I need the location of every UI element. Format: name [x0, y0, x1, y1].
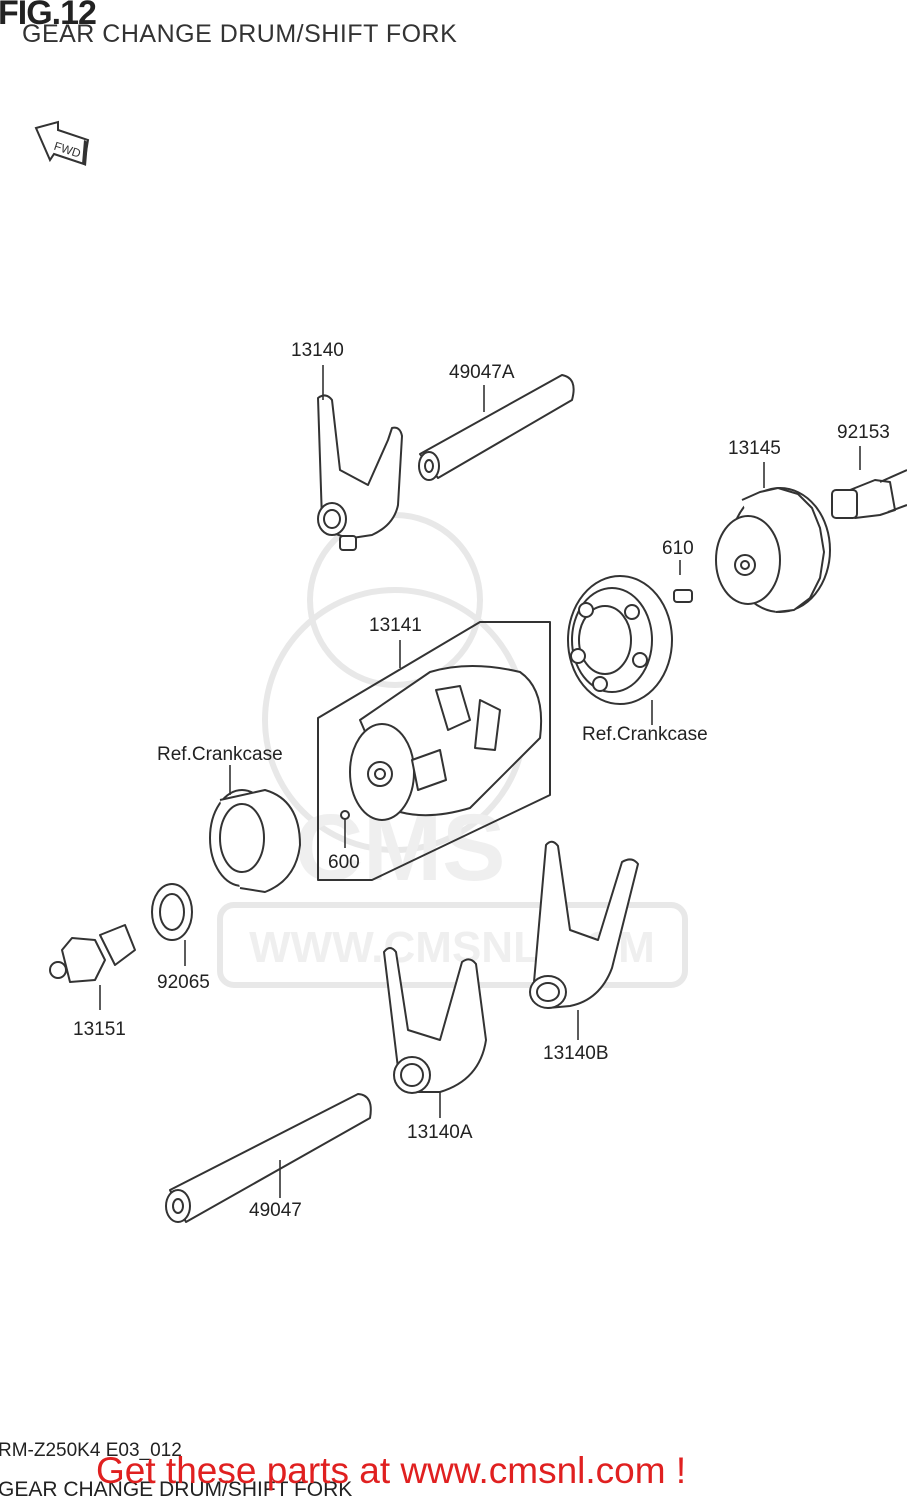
fwd-arrow-icon: FWD — [34, 120, 90, 166]
drum-group-outline — [317, 621, 551, 881]
callout-13140B: 13140B — [543, 1043, 609, 1064]
callout-49047A: 49047A — [449, 362, 515, 383]
footer-caption: GEAR CHANGE DRUM/SHIFT FORK — [0, 1478, 353, 1501]
promo-link[interactable]: Get these parts at www.cmsnl.com ! — [96, 1450, 687, 1491]
callout-13140A: 13140A — [407, 1122, 473, 1143]
diagram-code: RM-Z250K4 E03_012 — [0, 1440, 182, 1461]
figure-label: FIG.12 — [0, 0, 97, 32]
washer-92065 — [151, 883, 193, 941]
callout-92153: 92153 — [837, 422, 890, 443]
neutral-switch-13151 — [49, 924, 136, 983]
needle-bearing-left — [209, 789, 301, 893]
callout-92065: 92065 — [157, 972, 210, 993]
callout-ref-crankcase-right: Ref.Crankcase — [582, 724, 708, 745]
shift-fork-13140B — [529, 840, 639, 1009]
gear-shift-cam-13145 — [715, 487, 831, 613]
leader-lines — [99, 365, 861, 1198]
callout-ref-crankcase-left: Ref.Crankcase — [157, 744, 283, 765]
shaft-49047 — [165, 1093, 372, 1223]
callout-610: 610 — [662, 538, 694, 559]
bearing-right — [567, 575, 673, 705]
callout-600: 600 — [328, 852, 360, 873]
shift-fork-13140 — [317, 394, 403, 551]
callout-13151: 13151 — [73, 1019, 126, 1040]
callout-13145: 13145 — [728, 438, 781, 459]
shaft-49047A — [418, 374, 575, 481]
bolt-92153 — [831, 469, 907, 519]
figure-title: GEAR CHANGE DRUM/SHIFT FORK — [22, 20, 458, 48]
callout-49047: 49047 — [249, 1200, 302, 1221]
pin-610 — [673, 589, 693, 603]
callout-13141: 13141 — [369, 615, 422, 636]
gear-change-drum-13141 — [340, 665, 543, 821]
shift-fork-13140A — [383, 947, 487, 1094]
callout-13140: 13140 — [291, 340, 344, 361]
